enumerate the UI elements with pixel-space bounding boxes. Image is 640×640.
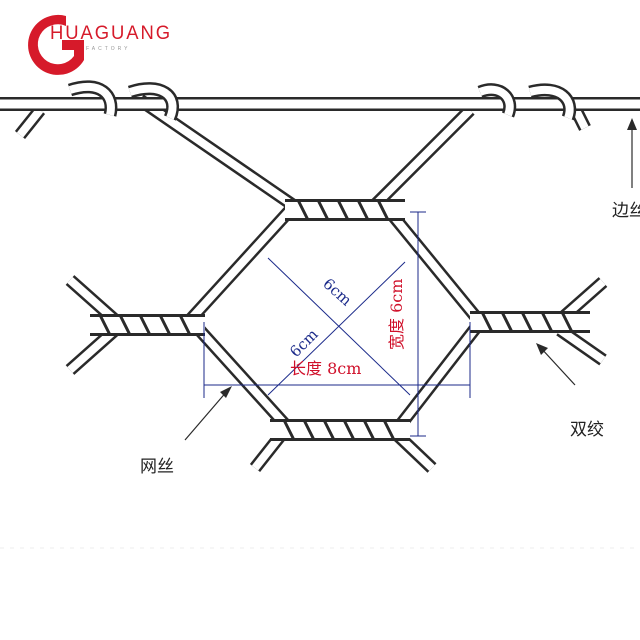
diagonal-label-lower: 6cm [286,325,321,360]
mesh-wires [0,80,640,473]
mesh-wire-callout: 网丝 [140,386,232,477]
twist-top [285,199,405,221]
diagonal-label-upper: 6cm [319,275,355,310]
logo-name: HUAGUANG [50,23,172,44]
diagonal-dimension-b [267,261,406,396]
width-label: 宽度 6cm [387,279,406,350]
twist-right [470,311,590,333]
double-twist-label: 双绞 [570,420,604,440]
company-logo: HUAGUANG FACTORY [28,14,172,75]
twist-bottom [270,419,410,441]
logo-g-mark [28,14,84,75]
double-twist-callout: 双绞 [536,343,604,440]
edge-wire-wraps [67,80,577,121]
length-label: 长度 8cm [290,359,361,378]
dimension-lines [203,211,471,437]
twist-left [90,314,205,336]
mesh-wire-segments [14,94,608,473]
mesh-wire-label: 网丝 [140,457,174,477]
logo-subtitle: FACTORY [86,46,130,52]
edge-wire-callout: 边丝 [612,118,640,221]
edge-wire-label: 边丝 [612,201,640,221]
